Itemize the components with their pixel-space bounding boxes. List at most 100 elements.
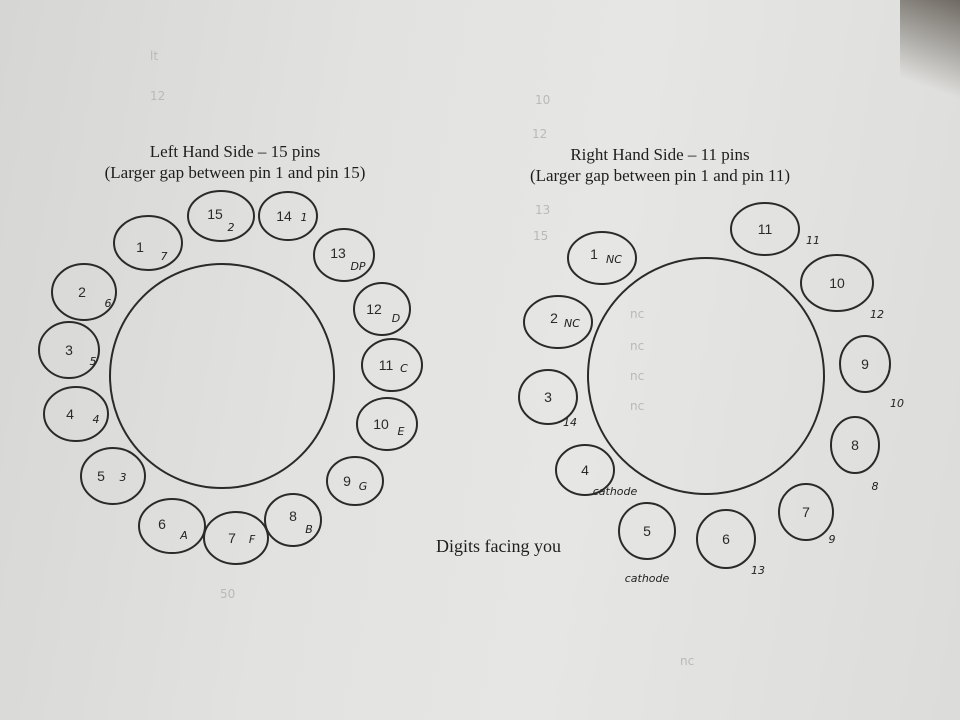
left_side-pin-2: 26 xyxy=(51,263,117,321)
pin-note: D xyxy=(392,312,400,325)
pin-note: 3 xyxy=(120,471,127,484)
pin-number: 1 xyxy=(136,239,144,255)
pin-number: 9 xyxy=(343,473,351,489)
pin-circle xyxy=(523,295,593,349)
right_side-pin-9: 9 10 xyxy=(839,335,904,410)
pin-number: 8 xyxy=(851,437,859,453)
pin-number: 9 xyxy=(861,356,869,372)
pin-number: 5 xyxy=(97,468,105,484)
pin-circle xyxy=(830,416,880,474)
ghost-mark: nc xyxy=(680,654,694,668)
pin-number: 3 xyxy=(65,342,73,358)
ghost-mark: nc xyxy=(630,369,644,383)
pin-number: 6 xyxy=(158,516,166,532)
right_side-pin-6: 6 13 xyxy=(696,509,765,577)
pin-number: 7 xyxy=(802,504,810,520)
pin-circle xyxy=(696,509,756,569)
pin-circle xyxy=(138,498,206,554)
left_side-pin-12: 12D xyxy=(353,282,411,336)
pin-note: 11 xyxy=(806,234,820,247)
pin-circle xyxy=(353,282,411,336)
right_side-pin-2: 2 NC xyxy=(523,295,593,349)
pin-number: 4 xyxy=(581,462,589,478)
pin-circle xyxy=(800,254,874,312)
pin-number: 11 xyxy=(379,357,394,373)
right_side-pin-10: 10 12 xyxy=(800,254,884,321)
pin-circle xyxy=(839,335,891,393)
ghost-mark: nc xyxy=(630,339,644,353)
pin-note: NC xyxy=(606,253,622,266)
pin-note: DP xyxy=(350,260,365,273)
pin-note: cathode xyxy=(625,572,670,585)
pin-note: 10 xyxy=(890,397,904,410)
ghost-mark: 12 xyxy=(532,127,547,141)
pin-circle xyxy=(187,190,255,242)
right-title: Right Hand Side – 11 pins (Larger gap be… xyxy=(480,144,840,186)
ghost-mark: 15 xyxy=(533,229,548,243)
pin-number: 12 xyxy=(366,301,382,317)
pin-circle xyxy=(203,511,269,565)
left_side-pin-11: 11 C xyxy=(361,338,423,392)
pin-number: 13 xyxy=(330,245,346,261)
right_side-pin-3: 314 xyxy=(518,369,578,429)
pin-circle xyxy=(313,228,375,282)
left-title: Left Hand Side – 15 pins (Larger gap bet… xyxy=(60,141,410,183)
pin-number: 10 xyxy=(829,275,845,291)
pin-circle xyxy=(356,397,418,451)
pin-note: 1 xyxy=(301,211,308,224)
pin-number: 15 xyxy=(207,206,223,222)
pin-number: 7 xyxy=(228,530,236,546)
pin-note: 4 xyxy=(93,413,100,426)
pin-number: 14 xyxy=(276,208,292,224)
pin-number: 10 xyxy=(373,416,389,432)
pin-note: cathode xyxy=(593,485,638,498)
pin-circle xyxy=(38,321,100,379)
pin-number: 2 xyxy=(78,284,86,300)
left_side-pin-1: 17 xyxy=(113,215,183,271)
pin-note: 9 xyxy=(829,533,836,546)
ghost-mark: 13 xyxy=(535,203,550,217)
pin-circle xyxy=(258,191,318,241)
pin-circle xyxy=(80,447,146,505)
pin-circle xyxy=(730,202,800,256)
ghost-mark: 12 xyxy=(150,89,165,103)
pin-number: 4 xyxy=(66,406,74,422)
pin-circle xyxy=(43,386,109,442)
right_side-pin-7: 79 xyxy=(778,483,836,546)
pin-number: 6 xyxy=(722,531,730,547)
right_side-pin-4: 4 cathode xyxy=(555,444,638,498)
right-body-circle xyxy=(587,257,825,495)
pin-number: 11 xyxy=(758,221,773,237)
pin-note: C xyxy=(400,362,408,375)
right-title-line2: (Larger gap between pin 1 and pin 11) xyxy=(529,166,791,185)
pin-note: 13 xyxy=(751,564,765,577)
pin-note: 8 xyxy=(872,480,879,493)
left_side-pin-15: 15 2 xyxy=(187,190,255,242)
pin-circle xyxy=(618,502,676,560)
pin-note: 7 xyxy=(161,250,168,263)
pin-note: NC xyxy=(564,317,580,330)
ghost-mark: nc xyxy=(630,399,644,413)
pin-number: 2 xyxy=(550,310,558,326)
left-title-line2: (Larger gap between pin 1 and pin 15) xyxy=(104,163,366,182)
pin-note: 12 xyxy=(870,308,884,321)
ghost-mark: nc xyxy=(630,307,644,321)
ghost-mark: 10 xyxy=(535,93,550,107)
left-title-line1: Left Hand Side – 15 pins xyxy=(149,142,321,161)
pin-note: B xyxy=(305,523,313,536)
pin-circle xyxy=(326,456,384,506)
orientation-caption: Digits facing you xyxy=(436,536,561,556)
pin-note: 2 xyxy=(228,221,235,234)
right_side-pin-11: 11 11 xyxy=(730,202,820,256)
left_side-pin-3: 35 xyxy=(38,321,100,379)
